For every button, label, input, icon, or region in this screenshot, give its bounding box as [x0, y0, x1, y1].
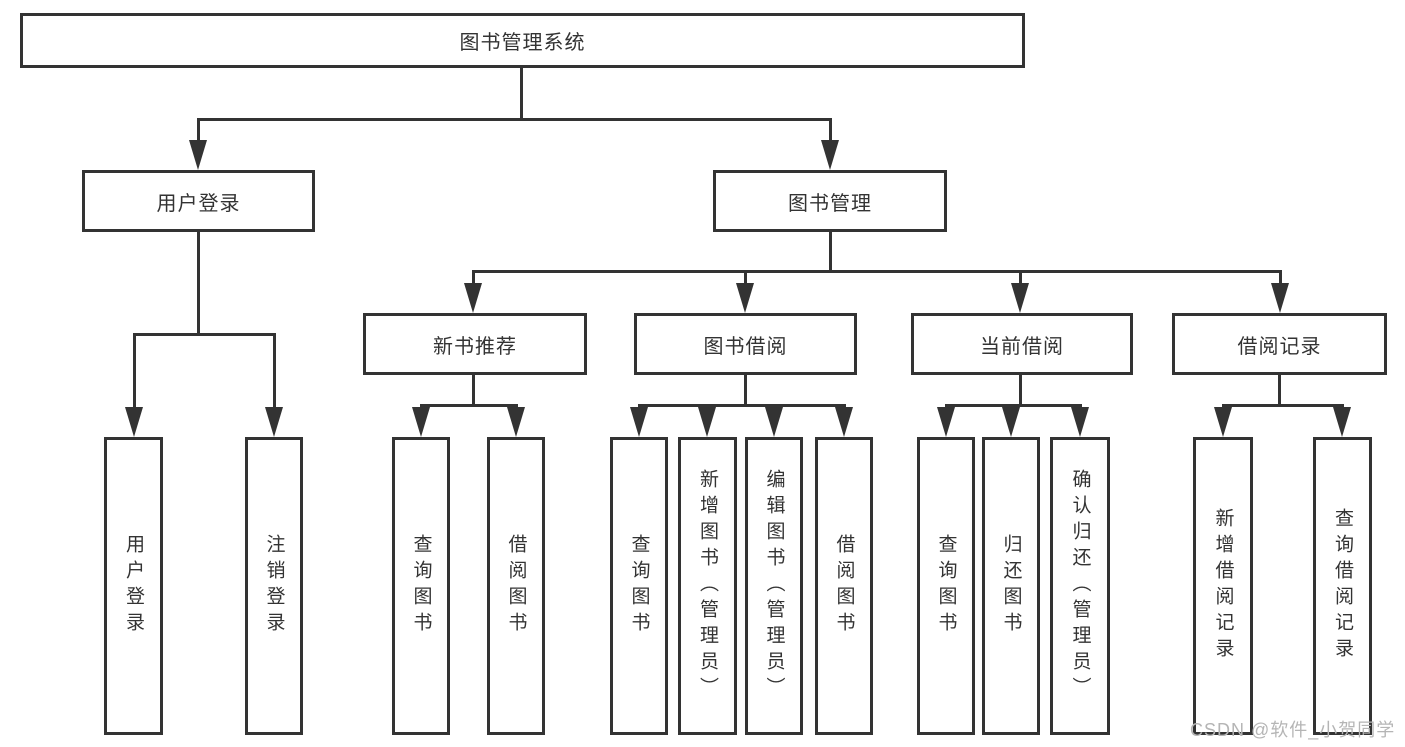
leaf-add-book-admin-label: 新增图书（管理员） [697, 469, 718, 703]
leaf-return-book-label: 归还图书 [1000, 534, 1022, 638]
leaf-query-books-recommend: 查询图书 [392, 437, 450, 735]
leaf-query-books-borrowing: 查询图书 [610, 437, 668, 735]
edge-to-book-management-line [829, 118, 832, 142]
leaf-confirm-return-admin-label: 确认归还（管理员） [1069, 469, 1091, 703]
node-borrowing-records: 借阅记录 [1172, 313, 1387, 375]
node-library-system: 图书管理系统 [20, 13, 1025, 68]
csdn-watermark: CSDN @软件_小贺同学 [1190, 720, 1396, 740]
leaf-add-book-admin: 新增图书（管理员） [678, 437, 737, 735]
edge-records-crossbar-line [1222, 404, 1344, 407]
node-book-borrowing-label: 图书借阅 [703, 335, 788, 358]
leaf-add-borrow-record: 新增借阅记录 [1193, 437, 1253, 735]
arrow-down-borrow-books-recommend-icon [507, 407, 525, 437]
edge-to-current-borrowing-line [1019, 270, 1022, 285]
arrow-down-edit-book-icon [765, 407, 783, 437]
leaf-borrow-books-borrowing-label: 借阅图书 [833, 534, 855, 638]
edge-user-login-stem-line [197, 232, 200, 336]
arrow-down-user-login-icon [189, 140, 207, 170]
edge-to-user-login-line [197, 118, 200, 142]
leaf-add-borrow-record-label: 新增借阅记录 [1212, 508, 1234, 664]
leaf-query-books-current-label: 查询图书 [935, 534, 957, 638]
edge-borrowing-stem-line [744, 375, 747, 407]
arrow-down-borrowing-records-icon [1271, 283, 1289, 313]
arrow-down-current-borrowing-icon [1011, 283, 1029, 313]
arrow-down-book-borrowing-icon [736, 283, 754, 313]
node-book-borrowing: 图书借阅 [634, 313, 857, 375]
leaf-edit-book-admin: 编辑图书（管理员） [745, 437, 803, 735]
leaf-user-login-label: 用户登录 [123, 534, 144, 638]
node-new-book-recommend-label: 新书推荐 [433, 335, 517, 358]
edge-to-new-book-recommend-line [472, 270, 475, 285]
arrow-down-book-management-icon [821, 140, 839, 170]
edge-book-management-crossbar-line [472, 270, 1282, 273]
node-current-borrowing: 当前借阅 [911, 313, 1133, 375]
leaf-borrow-books-recommend: 借阅图书 [487, 437, 545, 735]
edge-to-book-borrowing-line [744, 270, 747, 285]
leaf-edit-book-admin-label: 编辑图书（管理员） [763, 469, 785, 703]
arrow-down-query-books-borrowing-icon [630, 407, 648, 437]
arrow-down-query-books-recommend-icon [412, 407, 430, 437]
leaf-query-books-recommend-label: 查询图书 [410, 534, 432, 638]
arrow-down-query-borrow-record-icon [1333, 407, 1351, 437]
leaf-logout: 注销登录 [245, 437, 303, 735]
node-new-book-recommend: 新书推荐 [363, 313, 587, 375]
node-current-borrowing-label: 当前借阅 [980, 335, 1064, 358]
leaf-query-borrow-record: 查询借阅记录 [1313, 437, 1372, 735]
edge-book-management-stem-line [829, 232, 832, 273]
edge-current-crossbar-line [945, 404, 1082, 407]
leaf-query-borrow-record-label: 查询借阅记录 [1332, 508, 1353, 664]
edge-root-stem-line [520, 68, 523, 120]
node-user-login-label: 用户登录 [156, 192, 241, 215]
leaf-user-login: 用户登录 [104, 437, 163, 735]
leaf-borrow-books-borrowing: 借阅图书 [815, 437, 873, 735]
arrow-down-leaf-logout-icon [265, 407, 283, 437]
edge-borrowing-crossbar-line [638, 404, 846, 407]
leaf-query-books-borrowing-label: 查询图书 [628, 534, 650, 638]
arrow-down-add-borrow-record-icon [1214, 407, 1232, 437]
node-borrowing-records-label: 借阅记录 [1237, 335, 1322, 358]
arrow-down-new-book-recommend-icon [464, 283, 482, 313]
leaf-query-books-current: 查询图书 [917, 437, 975, 735]
leaf-return-book: 归还图书 [982, 437, 1040, 735]
edge-to-borrowing-records-line [1279, 270, 1282, 285]
edge-recommend-crossbar-line [420, 404, 518, 407]
arrow-down-add-book-icon [698, 407, 716, 437]
edge-to-leaf-logout-line [273, 333, 276, 409]
arrow-down-return-book-icon [1002, 407, 1020, 437]
arrow-down-borrow-books-borrowing-icon [835, 407, 853, 437]
edge-recommend-stem-line [472, 375, 475, 407]
leaf-borrow-books-recommend-label: 借阅图书 [505, 534, 527, 638]
leaf-confirm-return-admin: 确认归还（管理员） [1050, 437, 1110, 735]
arrow-down-leaf-user-login-icon [125, 407, 143, 437]
edge-current-stem-line [1019, 375, 1022, 407]
node-library-system-label: 图书管理系统 [459, 32, 586, 54]
arrow-down-confirm-return-icon [1071, 407, 1089, 437]
edge-to-leaf-user-login-line [133, 333, 136, 409]
node-book-management: 图书管理 [713, 170, 947, 232]
arrow-down-query-books-current-icon [937, 407, 955, 437]
edge-user-login-crossbar-line [133, 333, 276, 336]
edge-records-stem-line [1278, 375, 1281, 407]
edge-root-crossbar-line [197, 118, 832, 121]
node-user-login: 用户登录 [82, 170, 315, 232]
node-book-management-label: 图书管理 [788, 192, 872, 215]
leaf-logout-label: 注销登录 [263, 534, 285, 638]
